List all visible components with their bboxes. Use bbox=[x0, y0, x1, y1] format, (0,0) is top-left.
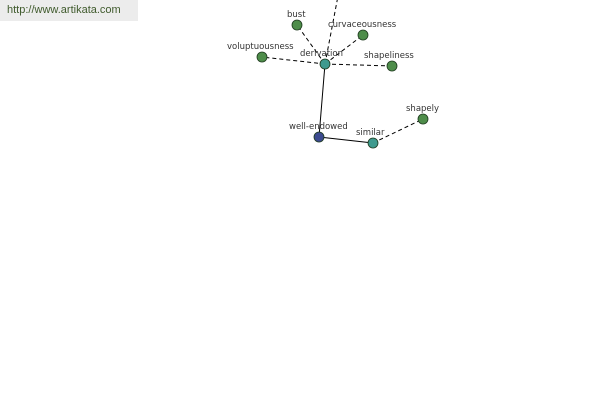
edge-well-endowed-derivation bbox=[318, 63, 326, 138]
edges-layer bbox=[261, 0, 424, 144]
node-label-shapely[interactable]: shapely bbox=[406, 104, 439, 114]
edge-similar-shapely bbox=[372, 118, 424, 144]
source-url-link[interactable]: http://www.artikata.com bbox=[0, 0, 138, 21]
node-label-bust[interactable]: bust bbox=[287, 10, 306, 20]
node-curvaceousness[interactable] bbox=[357, 29, 369, 41]
node-voluptuousness[interactable] bbox=[256, 51, 268, 63]
nodes-layer bbox=[256, 19, 429, 149]
edge-derivation-voluptuousness bbox=[261, 56, 326, 65]
node-shapeliness[interactable] bbox=[386, 60, 398, 72]
node-bust[interactable] bbox=[291, 19, 303, 31]
edge-derivation-curvaceousness bbox=[324, 34, 364, 65]
labels-layer: well-endowed derivation similar bust curvace… bbox=[227, 10, 439, 138]
edge-well-endowed-similar bbox=[318, 136, 374, 144]
node-well-endowed[interactable] bbox=[313, 131, 325, 143]
node-derivation[interactable] bbox=[319, 58, 331, 70]
node-label-voluptuousness[interactable]: voluptuousness bbox=[227, 42, 294, 52]
edge-derivation-bust bbox=[296, 24, 326, 65]
node-similar[interactable] bbox=[367, 137, 379, 149]
node-label-curvaceousness[interactable]: curvaceousness bbox=[328, 20, 397, 30]
node-label-derivation[interactable]: derivation bbox=[300, 49, 343, 59]
node-label-well-endowed[interactable]: well-endowed bbox=[289, 122, 348, 132]
node-label-similar[interactable]: similar bbox=[356, 128, 385, 138]
edge-derivation-offscreen bbox=[324, 0, 338, 65]
node-shapely[interactable] bbox=[417, 113, 429, 125]
node-label-shapeliness[interactable]: shapeliness bbox=[364, 51, 414, 61]
edge-derivation-shapeliness bbox=[324, 63, 393, 67]
